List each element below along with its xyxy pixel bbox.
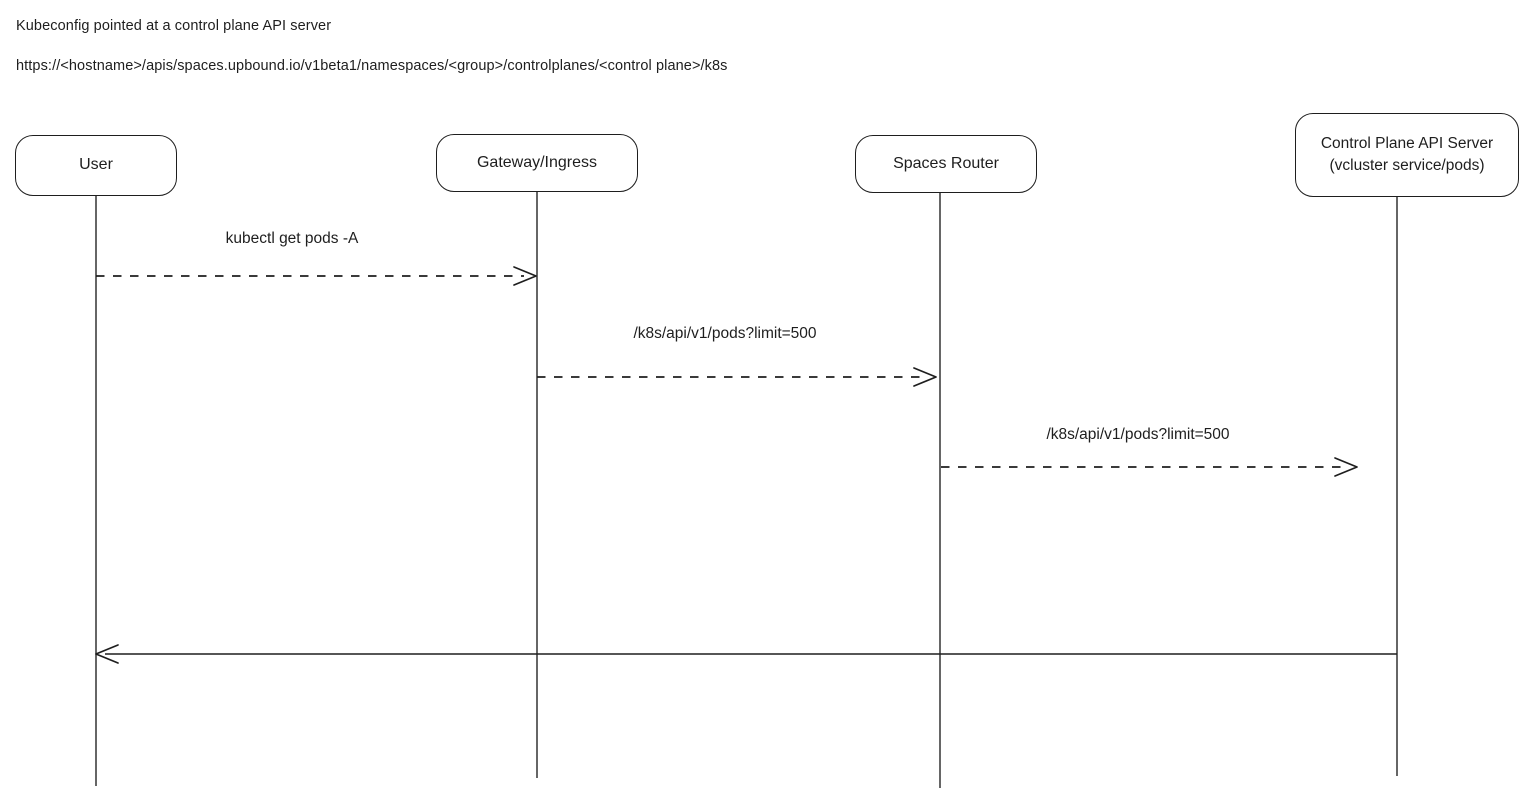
actor-box-user: User: [15, 135, 177, 196]
arrowhead-message-4-return: [95, 644, 119, 664]
actor-label-spaces-router: Spaces Router: [893, 154, 999, 172]
actor-box-control-plane: Control Plane API Server (vcluster servi…: [1295, 113, 1519, 197]
message-label-kubectl-get-pods: kubectl get pods -A: [225, 230, 359, 247]
arrowhead-message-1: [513, 266, 537, 286]
arrowhead-message-3: [1334, 457, 1358, 477]
diagram-title: Kubeconfig pointed at a control plane AP…: [16, 18, 332, 34]
actor-label-user: User: [79, 156, 113, 174]
arrowhead-message-2: [913, 367, 937, 387]
actor-label-control-plane: Control Plane API Server: [1320, 135, 1494, 153]
message-label-k8s-api-pods-2: /k8s/api/v1/pods?limit=500: [1046, 426, 1230, 443]
control-plane-api-url: https://<hostname>/apis/spaces.upbound.i…: [16, 58, 728, 74]
actor-box-gateway: Gateway/Ingress: [436, 134, 638, 192]
actor-sublabel-control-plane: (vcluster service/pods): [1329, 157, 1485, 174]
message-label-k8s-api-pods-1: /k8s/api/v1/pods?limit=500: [633, 325, 817, 342]
actor-label-gateway: Gateway/Ingress: [476, 153, 598, 171]
actor-box-spaces-router: Spaces Router: [855, 135, 1037, 193]
